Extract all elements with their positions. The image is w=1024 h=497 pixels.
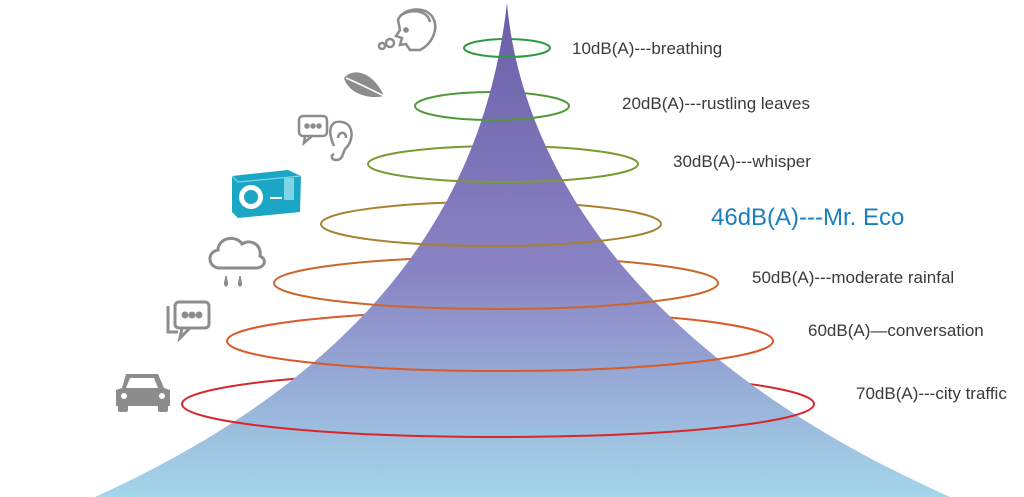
ring-front-arc — [181, 403, 815, 438]
ring-front-arc — [320, 223, 662, 247]
leaf-icon — [344, 72, 385, 98]
level-label-30db: 30dB(A)---whisper — [673, 152, 811, 171]
level-label-46db: 46dB(A)---Mr. Eco — [711, 204, 904, 231]
ring-front-arc — [367, 163, 639, 183]
car-icon — [116, 374, 170, 412]
rain-cloud-icon — [208, 236, 266, 287]
ring-front-arc — [273, 282, 719, 310]
sound-cone — [95, 3, 950, 497]
ear-speech-icon — [297, 114, 353, 162]
ring-front-group — [181, 47, 815, 438]
ring-front-arc — [463, 47, 551, 58]
heat-pump-icon — [231, 170, 302, 218]
ring-front-arc — [226, 340, 774, 372]
level-label-60db: 60dB(A)—conversation — [808, 321, 984, 340]
level-label-10db: 10dB(A)---breathing — [572, 39, 722, 58]
level-label-20db: 20dB(A)---rustling leaves — [622, 94, 810, 113]
level-label-50db: 50dB(A)---moderate rainfal — [752, 268, 954, 287]
breathing-face-icon — [377, 8, 437, 52]
speech-bubbles-icon — [166, 300, 211, 343]
level-label-70db: 70dB(A)---city traffic — [856, 384, 1007, 403]
ring-front-arc — [414, 105, 570, 121]
